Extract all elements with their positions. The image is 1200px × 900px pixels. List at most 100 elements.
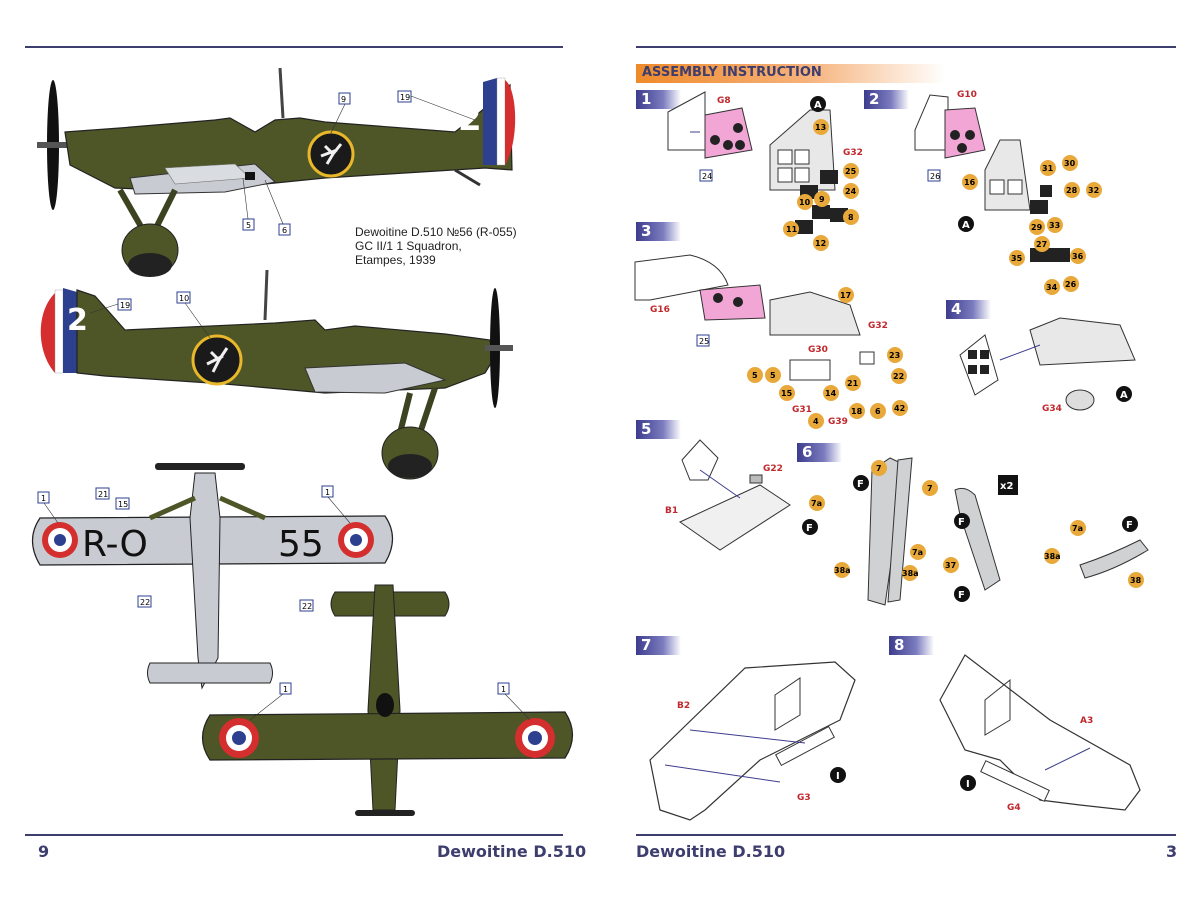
svg-text:G32: G32	[868, 321, 888, 331]
svg-text:15: 15	[118, 500, 128, 509]
right-page-number: 3	[1166, 842, 1178, 861]
svg-text:33: 33	[1049, 221, 1060, 230]
svg-text:24: 24	[845, 187, 857, 196]
wing	[304, 362, 447, 394]
svg-text:32: 32	[1088, 186, 1099, 195]
step-3-banner: 3	[636, 222, 681, 241]
svg-text:A: A	[962, 220, 970, 231]
svg-text:10: 10	[799, 198, 811, 207]
svg-text:1: 1	[41, 494, 46, 503]
fin-number: 2	[458, 99, 482, 139]
svg-text:22: 22	[140, 598, 150, 607]
fuselage	[64, 83, 513, 191]
svg-text:G31: G31	[792, 405, 812, 415]
svg-text:26: 26	[1065, 280, 1077, 289]
svg-text:29: 29	[1031, 223, 1043, 232]
svg-text:G39: G39	[828, 417, 848, 427]
svg-text:19: 19	[120, 301, 130, 310]
aircraft-upper-view: 1 1	[201, 584, 574, 816]
aerial-mast	[278, 67, 285, 119]
step-3-diagram: G16 25 17 G32 G30 5 5 15 14 21 23 22 G31…	[634, 254, 908, 429]
svg-text:1: 1	[283, 685, 288, 694]
bottom-rule-left	[25, 834, 563, 836]
fin-red	[40, 293, 55, 373]
svg-text:21: 21	[98, 490, 108, 499]
svg-text:26: 26	[930, 172, 940, 181]
step-5-banner: 5	[636, 420, 681, 439]
step-4-diagram: G34 A	[959, 317, 1136, 414]
svg-text:7a: 7a	[811, 499, 822, 508]
svg-text:19: 19	[400, 93, 410, 102]
svg-text:G30: G30	[808, 345, 828, 355]
svg-text:G32: G32	[843, 148, 863, 158]
svg-text:G34: G34	[1042, 404, 1062, 414]
upper-wing	[201, 711, 574, 761]
caption-line: Dewoitine D.510 №56 (R-055)	[355, 225, 517, 239]
svg-text:38a: 38a	[902, 569, 919, 578]
svg-text:25: 25	[699, 337, 709, 346]
svg-text:24: 24	[702, 172, 712, 181]
svg-text:B2: B2	[677, 701, 690, 711]
right-footer-title: Dewoitine D.510	[636, 842, 786, 861]
top-rule-right	[636, 46, 1176, 48]
svg-text:8: 8	[848, 213, 854, 222]
svg-text:G10: G10	[957, 90, 977, 100]
aircraft-side-profile-right: 2 19 10	[40, 269, 513, 480]
svg-text:I: I	[966, 779, 970, 790]
svg-text:35: 35	[1011, 254, 1023, 263]
svg-text:34: 34	[1046, 283, 1058, 292]
svg-text:10: 10	[179, 294, 189, 303]
archer-figure	[206, 347, 229, 373]
svg-text:36: 36	[1072, 252, 1084, 261]
svg-text:F: F	[806, 523, 813, 534]
svg-text:F: F	[857, 479, 864, 490]
fin-blue	[483, 78, 497, 165]
strut	[218, 495, 267, 521]
fin-white	[54, 289, 64, 374]
svg-text:22: 22	[893, 372, 904, 381]
svg-text:17: 17	[840, 291, 851, 300]
step-7-diagram: B2 G3 I	[649, 661, 856, 821]
tailplane	[147, 662, 273, 684]
svg-text:7: 7	[876, 464, 882, 473]
propeller	[37, 80, 73, 210]
svg-text:38a: 38a	[1044, 552, 1061, 561]
svg-text:G8: G8	[717, 96, 731, 106]
step-6-diagram: x2 F F F F F 7 7 7a 7a 38a 38a 37 38a 7a…	[802, 457, 1149, 606]
svg-text:1: 1	[501, 685, 506, 694]
wing-code-right: 55	[278, 524, 324, 565]
svg-text:7: 7	[927, 484, 933, 493]
svg-text:A3: A3	[1080, 716, 1093, 726]
propeller	[355, 810, 415, 816]
step-8-banner: 8	[889, 636, 934, 655]
svg-text:G3: G3	[797, 793, 811, 803]
left-page-number: 9	[38, 842, 50, 861]
svg-text:27: 27	[1036, 240, 1047, 249]
svg-text:7a: 7a	[912, 548, 923, 557]
aircraft-lower-view: R-O 55 1 21 15 1 22 22	[31, 463, 394, 690]
aerial-mast	[263, 269, 269, 321]
svg-text:25: 25	[845, 167, 857, 176]
svg-text:1: 1	[325, 488, 330, 497]
svg-text:37: 37	[945, 561, 956, 570]
decal-callout: 19 10	[89, 291, 211, 339]
tailskid	[454, 168, 481, 187]
section-title: ASSEMBLY INSTRUCTION	[642, 65, 822, 80]
archer-figure	[320, 143, 343, 165]
svg-text:5: 5	[752, 371, 758, 380]
svg-text:5: 5	[246, 221, 251, 230]
fin-red	[505, 80, 516, 165]
svg-text:42: 42	[894, 404, 905, 413]
assembly-instruction-header: ASSEMBLY INSTRUCTION	[636, 64, 946, 83]
svg-text:A: A	[814, 100, 822, 111]
svg-text:9: 9	[819, 195, 825, 204]
decal-callout: 1 21 15 1 22 22	[37, 485, 351, 612]
svg-text:G4: G4	[1007, 803, 1021, 813]
svg-text:15: 15	[781, 389, 793, 398]
svg-text:F: F	[958, 590, 965, 601]
svg-text:5: 5	[770, 371, 776, 380]
fin-blue	[63, 288, 77, 373]
svg-text:31: 31	[1042, 164, 1054, 173]
aircraft-side-profile-left: 2 9 19 5 6	[37, 67, 516, 277]
svg-text:6: 6	[875, 407, 881, 416]
